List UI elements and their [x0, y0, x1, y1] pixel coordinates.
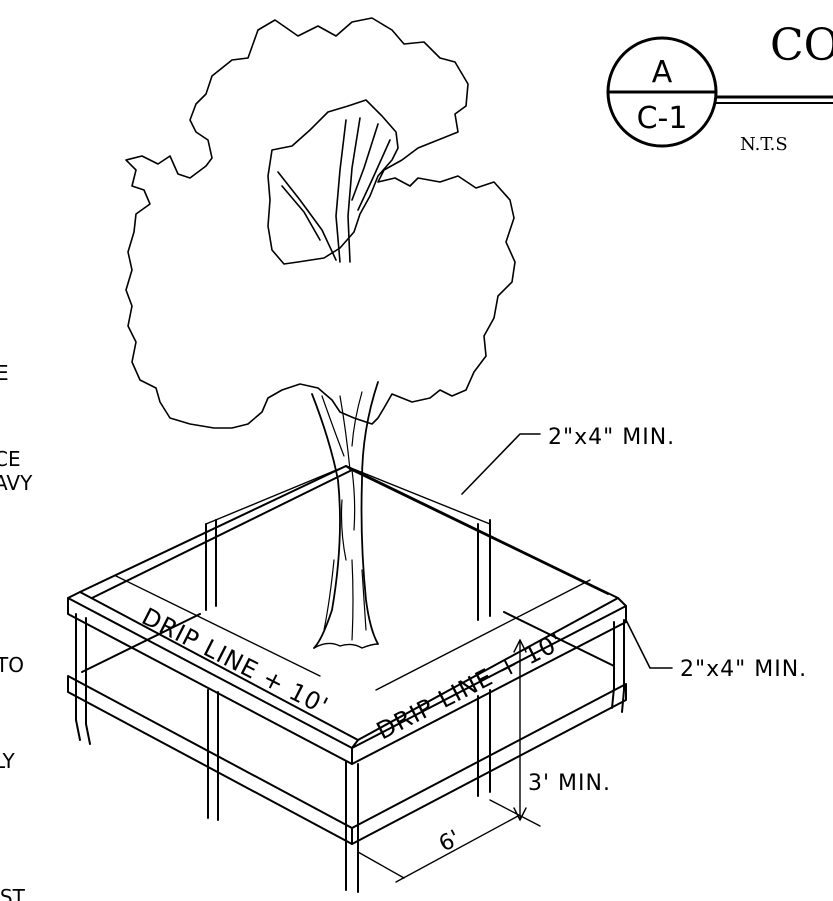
- label-top-member: 2"x4" MIN.: [548, 425, 675, 450]
- leaders: [461, 433, 673, 669]
- margin-fragment-3: AVY: [0, 471, 33, 495]
- post-mid-right: [477, 689, 491, 797]
- margin-fragment-6: IST: [0, 885, 26, 901]
- dimensions: [115, 575, 591, 883]
- label-drip-line-right: DRIP LINE + 10': [372, 627, 568, 745]
- margin-fragment-5: LY: [0, 749, 15, 773]
- left-notes-fragments: E CE AVY TO LY IST: [0, 361, 33, 901]
- margin-fragment-4: TO: [0, 653, 24, 677]
- scale-note: N.T.S: [740, 134, 788, 155]
- sheet-ref: C-1: [637, 101, 688, 136]
- post-back-left: [205, 519, 217, 611]
- protective-fence: [67, 465, 627, 893]
- post-back-right: [477, 519, 491, 621]
- tree-canopy: [125, 17, 516, 429]
- post-left: [75, 613, 87, 725]
- post-front: [345, 761, 359, 873]
- label-side-member: 2"x4" MIN.: [680, 657, 807, 682]
- margin-fragment-1: E: [0, 361, 9, 385]
- label-height: 3' MIN.: [528, 771, 611, 796]
- post-mid-left: [207, 689, 219, 803]
- detail-id: A: [652, 55, 673, 90]
- detail-title: CO: [770, 20, 833, 71]
- post-right: [613, 619, 625, 691]
- detail-callout: A C-1 CO N.T.S: [606, 20, 833, 155]
- tree-trunk: [311, 381, 379, 649]
- label-post-spacing: 6': [435, 826, 464, 857]
- margin-fragment-2: CE: [0, 447, 21, 471]
